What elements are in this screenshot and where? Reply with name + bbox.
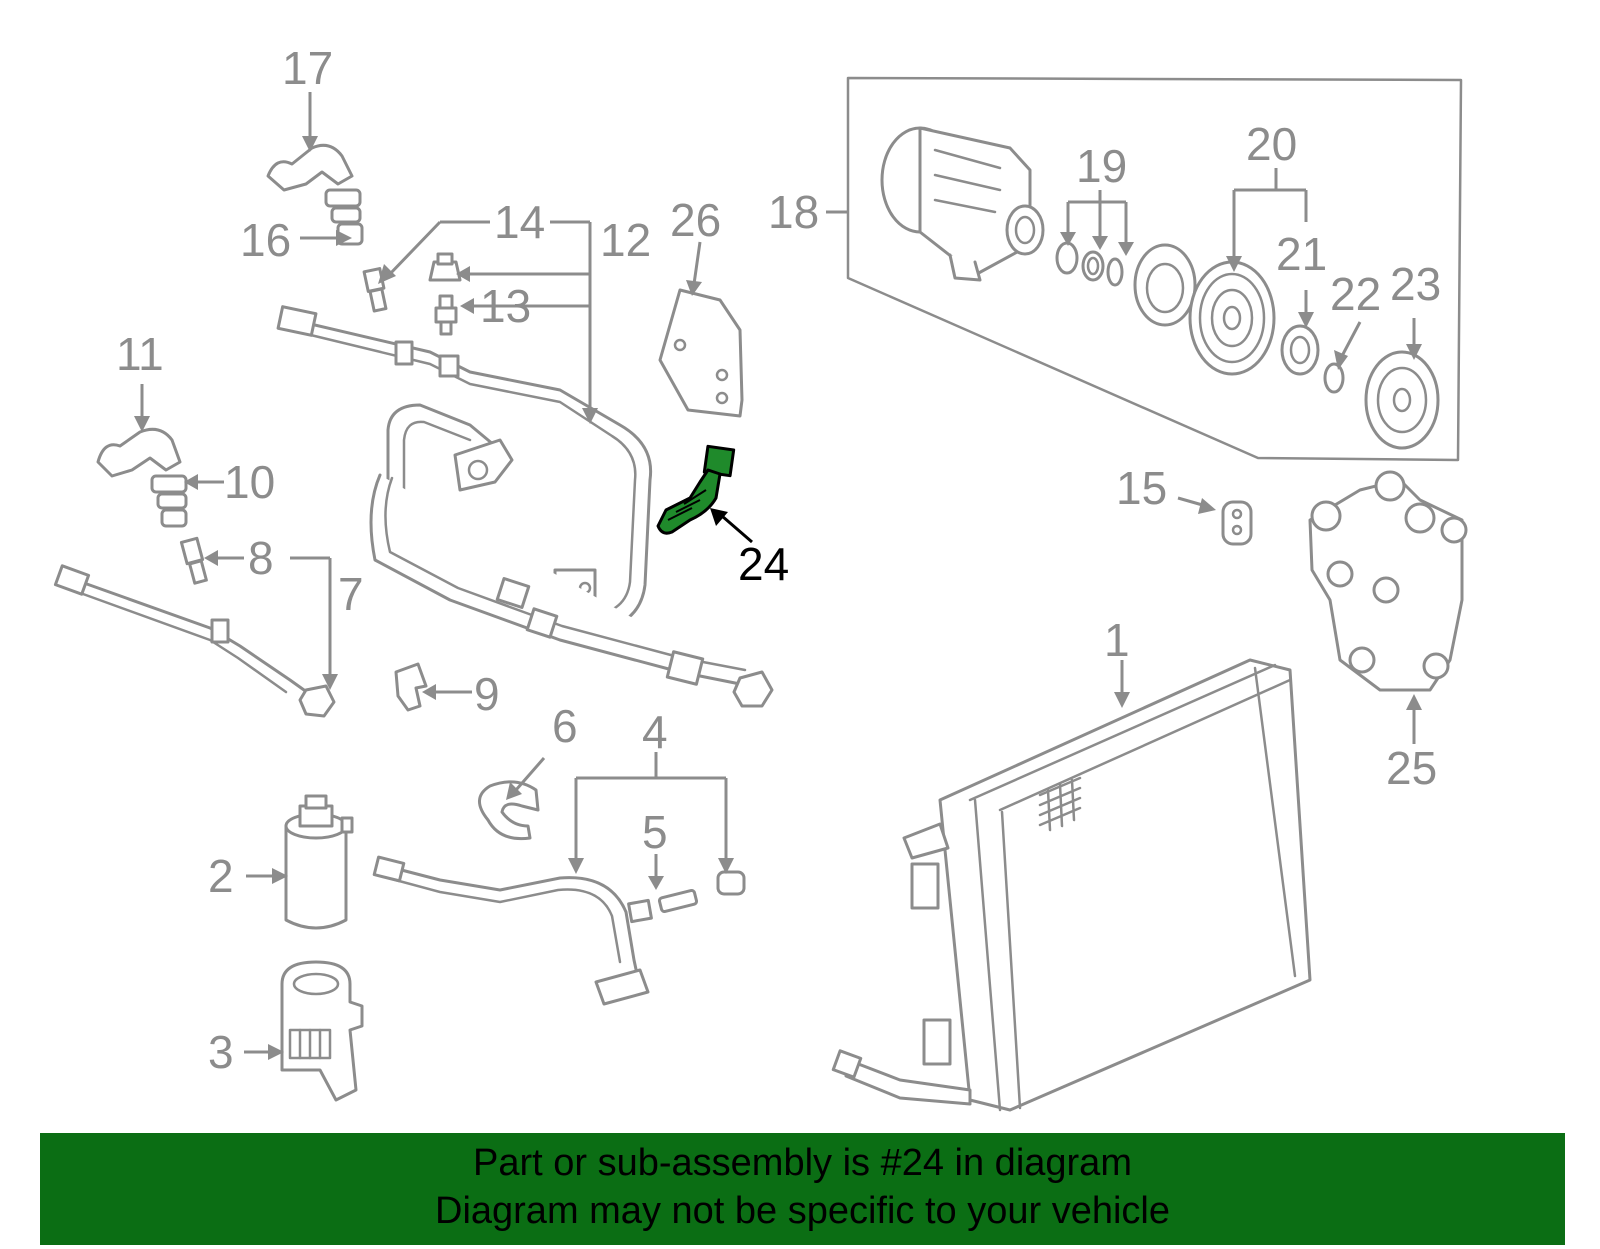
callout-14: 14 [494, 196, 545, 248]
clip-9 [394, 662, 428, 712]
part-24-highlighted [656, 444, 736, 535]
receiver-drier-2 [284, 794, 354, 930]
callout-5: 5 [642, 806, 668, 858]
clutch-hub-plate [1364, 350, 1440, 450]
clip-6 [478, 780, 540, 841]
callout-20: 20 [1246, 118, 1297, 170]
condenser-1 [831, 658, 1312, 1112]
callout-18: 18 [768, 186, 819, 238]
callout-9: 9 [474, 668, 500, 720]
mounting-bracket-25 [1308, 470, 1468, 692]
callout-22: 22 [1330, 268, 1381, 320]
callout-21: 21 [1276, 228, 1327, 280]
callout-24: 24 [738, 538, 789, 590]
bearing [1280, 324, 1320, 376]
part-15 [1221, 500, 1253, 546]
callout-12: 12 [600, 214, 651, 266]
callout-labels: 1 2 3 4 5 6 7 8 9 10 11 12 13 14 15 16 1… [116, 42, 1441, 1078]
callout-4: 4 [642, 706, 668, 758]
valve-5 [657, 870, 746, 914]
hose-assembly-7 [53, 564, 336, 718]
callout-16: 16 [240, 214, 291, 266]
compressor-assembly-group [826, 76, 1463, 462]
banner-line-1: Part or sub-assembly is #24 in diagram [473, 1142, 1132, 1184]
callout-1: 1 [1104, 614, 1130, 666]
callout-26: 26 [670, 194, 721, 246]
leader-lines [134, 92, 1422, 1060]
valve-caps-13-14 [428, 252, 462, 336]
compressor-body [880, 126, 1045, 282]
callout-19: 19 [1076, 140, 1127, 192]
bracket-26 [658, 288, 744, 418]
callout-8: 8 [248, 532, 274, 584]
callout-25: 25 [1386, 742, 1437, 794]
callout-15: 15 [1116, 462, 1167, 514]
callout-17: 17 [282, 42, 333, 94]
clutch-coil [1133, 243, 1197, 327]
callout-2: 2 [208, 850, 234, 902]
callout-13: 13 [480, 280, 531, 332]
callout-7: 7 [338, 568, 364, 620]
seal-rings [1055, 241, 1124, 287]
callout-23: 23 [1390, 258, 1441, 310]
banner-line-2: Diagram may not be specific to your vehi… [435, 1190, 1170, 1232]
callout-10: 10 [224, 456, 275, 508]
hose-assembly-lower [369, 473, 774, 708]
drier-bracket-3 [280, 960, 364, 1102]
callout-11: 11 [116, 328, 164, 380]
callout-6: 6 [552, 700, 578, 752]
callout-3: 3 [208, 1026, 234, 1078]
switch-10-11-8 [96, 427, 208, 585]
hose-assembly-4 [372, 855, 653, 1006]
snap-ring [1323, 362, 1345, 394]
info-banner: Part or sub-assembly is #24 in diagram D… [40, 1133, 1565, 1245]
compressor-assembly-box [846, 76, 1463, 462]
clutch-pulley [1188, 260, 1276, 376]
